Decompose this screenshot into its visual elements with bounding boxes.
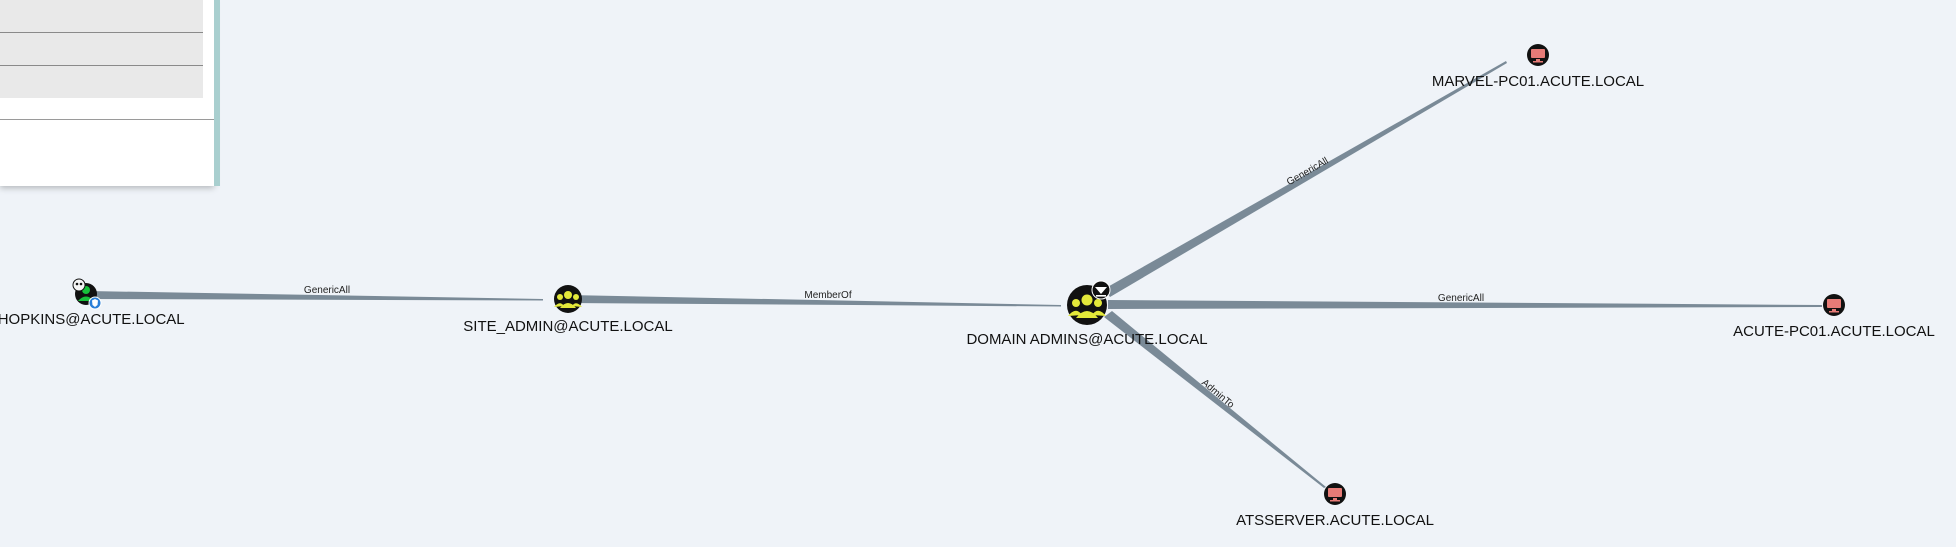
edge-label-site-admin-domain-admins: MemberOf	[804, 290, 851, 301]
group-icon	[554, 285, 582, 313]
node-domain-admins[interactable]: DOMAIN ADMINS@ACUTE.LOCAL	[966, 280, 1208, 348]
edge-label-domain-admins-marvel: GenericAll	[1285, 156, 1330, 189]
edge-domain-admins-acute-pc01[interactable]	[1108, 300, 1822, 309]
node-label-atsserver: ATSSERVER.ACUTE.LOCAL	[1236, 512, 1434, 529]
panel-rows	[0, 0, 203, 98]
node-label-site-admin: SITE_ADMIN@ACUTE.LOCAL	[463, 318, 672, 335]
node-label-acute-pc01: ACUTE-PC01.ACUTE.LOCAL	[1733, 323, 1935, 340]
computer-icon	[1324, 483, 1346, 505]
node-acute-pc01[interactable]: ACUTE-PC01.ACUTE.LOCAL	[1733, 294, 1935, 340]
node-site-admin[interactable]: SITE_ADMIN@ACUTE.LOCAL	[463, 285, 673, 335]
shield-icon	[88, 296, 102, 310]
node-lhopkins[interactable]: LHOPKINS@ACUTE.LOCAL	[0, 278, 185, 328]
panel-row[interactable]	[0, 33, 203, 66]
panel-divider	[0, 119, 214, 120]
node-marvel-pc01[interactable]: MARVEL-PC01.ACUTE.LOCAL	[1432, 44, 1644, 90]
edge-site-admin-domain-admins[interactable]	[568, 295, 1061, 307]
high-value-icon	[1091, 280, 1111, 300]
panel-row[interactable]	[0, 66, 203, 98]
node-info-panel	[0, 0, 214, 186]
edge-label-domain-admins-acute-pc01: GenericAll	[1438, 293, 1484, 304]
panel-row[interactable]	[0, 0, 203, 33]
node-atsserver[interactable]: ATSSERVER.ACUTE.LOCAL	[1236, 483, 1434, 529]
skull-icon	[72, 278, 86, 292]
edge-lhopkins-site-admin[interactable]	[88, 291, 543, 301]
edge-label-lhopkins-site-admin: GenericAll	[304, 285, 350, 296]
edge-domain-admins-marvel[interactable]	[1104, 61, 1507, 297]
computer-icon	[1527, 44, 1549, 66]
edge-domain-admins-atsserver[interactable]	[1104, 311, 1326, 488]
node-label-lhopkins: LHOPKINS@ACUTE.LOCAL	[0, 311, 185, 328]
computer-icon	[1823, 294, 1845, 316]
node-label-marvel-pc01: MARVEL-PC01.ACUTE.LOCAL	[1432, 73, 1644, 90]
node-label-domain-admins: DOMAIN ADMINS@ACUTE.LOCAL	[966, 331, 1207, 348]
panel-scrollbar[interactable]	[214, 0, 220, 186]
